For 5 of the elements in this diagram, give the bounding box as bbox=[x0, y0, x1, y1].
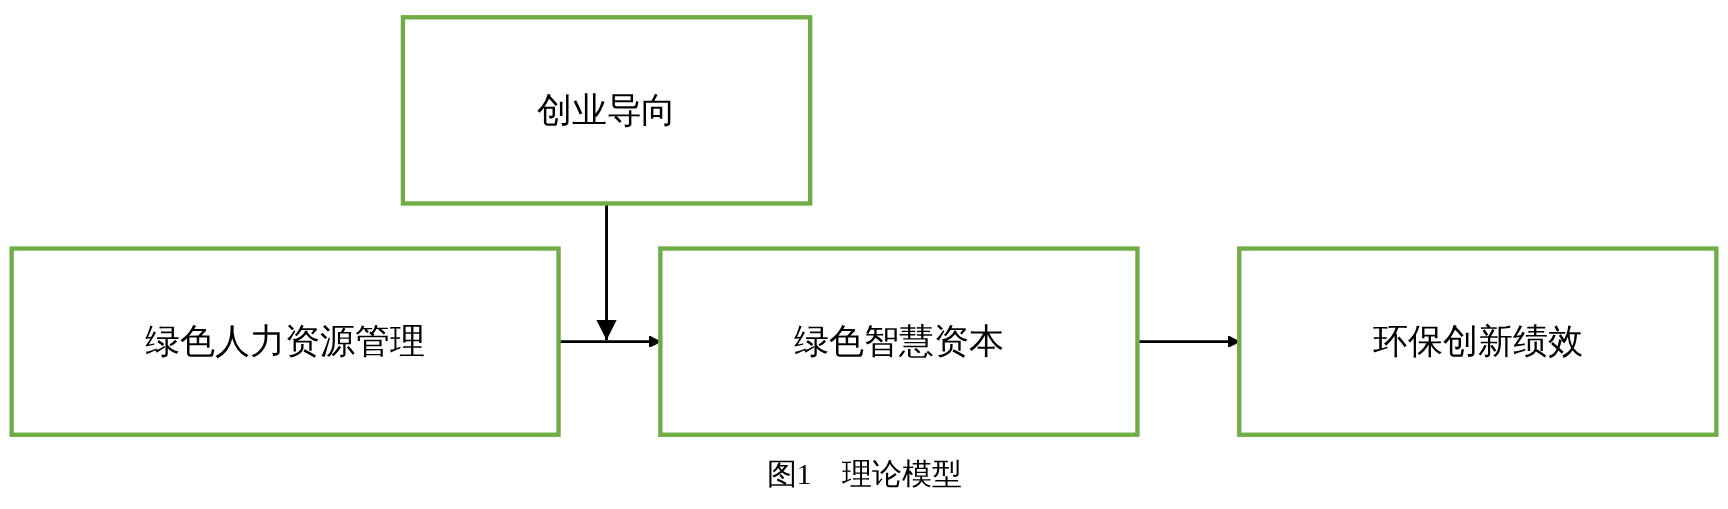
node-box: 绿色人力资源管理 bbox=[9, 246, 561, 437]
node-box: 创业导向 bbox=[400, 15, 813, 206]
node-box: 绿色智慧资本 bbox=[658, 246, 1140, 437]
figure-caption: 图1 理论模型 bbox=[766, 456, 962, 492]
node-box: 环保创新绩效 bbox=[1237, 246, 1719, 437]
